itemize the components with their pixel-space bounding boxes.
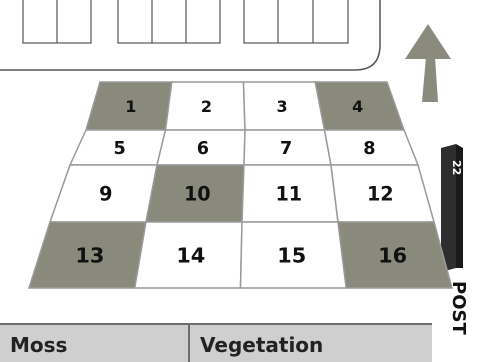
grid-cell-label-16: 16 (378, 244, 407, 268)
box-row (23, 0, 348, 43)
post-label: POST (438, 281, 477, 361)
grid-cell-label-15: 15 (277, 244, 306, 268)
legend-table: Moss Vegetation (0, 323, 432, 362)
direction-arrow (405, 24, 451, 102)
box-group-2 (118, 0, 220, 43)
box-group-3 (244, 0, 348, 43)
grid-cell-label-1: 1 (125, 97, 136, 116)
grid-cell-label-12: 12 (367, 182, 394, 205)
post: 22 (441, 144, 463, 272)
grid-cell-label-10: 10 (184, 182, 211, 205)
grid-cell-label-13: 13 (75, 244, 104, 268)
grid-cell-label-6: 6 (197, 139, 209, 159)
grid-cell-label-7: 7 (280, 139, 292, 159)
legend-moss: Moss (0, 325, 190, 362)
grid-cell-label-2: 2 (201, 97, 212, 116)
grid-cell-label-11: 11 (275, 182, 302, 205)
legend-vegetation: Vegetation (190, 325, 432, 362)
grid-cell-label-3: 3 (277, 97, 288, 116)
post-number: 22 (450, 160, 463, 175)
grid-cell-label-5: 5 (113, 139, 125, 159)
grid-cell-label-14: 14 (176, 244, 205, 268)
grid-cell-label-4: 4 (352, 97, 363, 116)
grid-cell-label-9: 9 (99, 182, 112, 205)
grid-cell-label-8: 8 (363, 139, 375, 159)
